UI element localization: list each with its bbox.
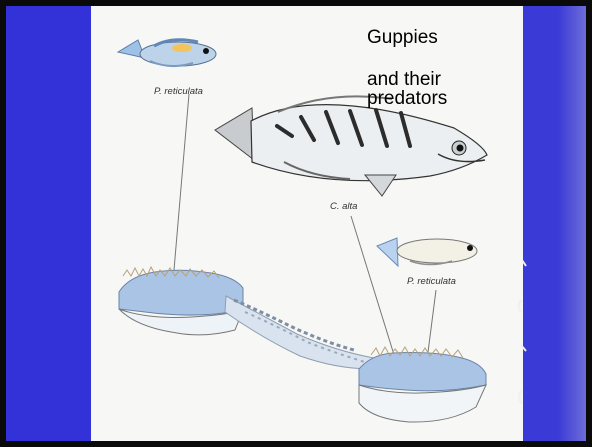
guppy-top-fish xyxy=(118,40,216,66)
label-predator: C. alta xyxy=(330,201,357,212)
edge-artifacts xyxy=(519,260,527,404)
label-guppy-right: P. reticulata xyxy=(407,276,456,287)
leader-line-guppy-top xyxy=(174,94,189,270)
leader-line-predator xyxy=(351,216,395,358)
leader-line-guppy-right xyxy=(427,290,436,360)
stream xyxy=(225,296,385,369)
guppy-right-fish xyxy=(377,238,477,266)
upper-pond xyxy=(119,267,243,335)
diagram-title-line1: Guppies xyxy=(367,28,438,47)
predator-fish xyxy=(215,96,487,196)
label-guppy-top: P. reticulata xyxy=(154,86,203,97)
diagram-title-line2: and their predators xyxy=(367,70,477,108)
lower-pond xyxy=(359,347,486,422)
